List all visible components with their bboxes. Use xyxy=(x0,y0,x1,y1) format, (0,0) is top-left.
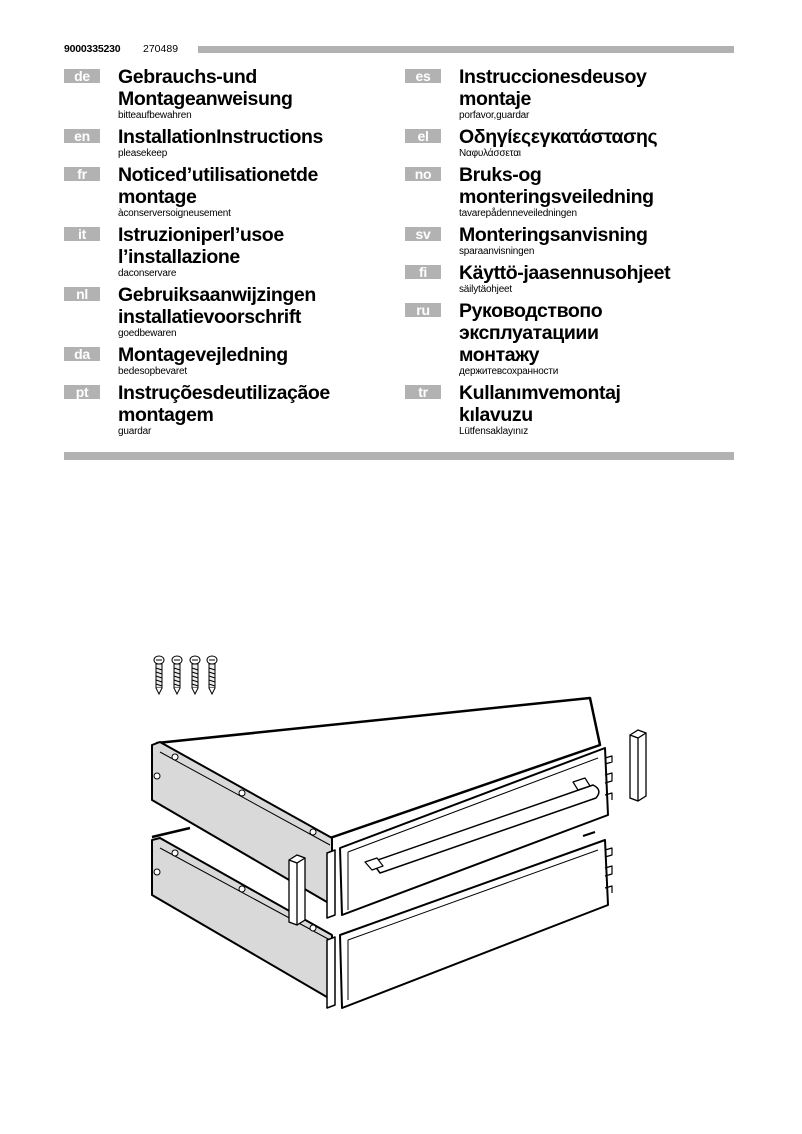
language-title: Käyttö-jaasennusohjeet xyxy=(459,262,671,284)
language-title: Instruccionesdeusoy montaje xyxy=(459,66,647,110)
language-entry-fr: fr Noticed’utilisationetde montage àcons… xyxy=(64,164,394,219)
language-title: Руководствопо эксплуатациии монтажу xyxy=(459,300,603,366)
language-note: àconserversoigneusement xyxy=(118,208,231,219)
language-title: Gebrauchs-und Montageanweisung xyxy=(118,66,293,110)
language-badge: sv xyxy=(405,227,441,241)
language-badge: it xyxy=(64,227,100,241)
language-badge: el xyxy=(405,129,441,143)
language-entry-da: da Montagevejledning bedesopbevaret xyxy=(64,344,394,377)
document-header: 9000335230 270489 xyxy=(64,43,734,57)
language-column-left: de Gebrauchs-und Montageanweisung bittea… xyxy=(64,66,394,442)
language-note: Ναφυλάσσεται xyxy=(459,148,521,159)
language-badge: pt xyxy=(64,385,100,399)
bottom-rule xyxy=(64,452,734,460)
upper-drawer xyxy=(151,696,613,919)
language-title: InstallationInstructions xyxy=(118,126,323,148)
spacer-block-icon xyxy=(629,729,647,802)
document-sub-number: 270489 xyxy=(143,43,179,55)
language-column-right: es Instruccionesdeusoy montaje porfavor,… xyxy=(405,66,735,442)
language-entry-de: de Gebrauchs-und Montageanweisung bittea… xyxy=(64,66,394,121)
language-badge: ru xyxy=(405,303,441,317)
language-title: Montagevejledning xyxy=(118,344,288,366)
language-badge: es xyxy=(405,69,441,83)
language-title: Gebruiksaanwijzingen installatievoorschr… xyxy=(118,284,316,328)
language-entry-el: el Οδηγίεςεγκατάστασης Ναφυλάσσεται xyxy=(405,126,735,159)
language-note: Lütfensaklayınız xyxy=(459,426,529,437)
language-badge: en xyxy=(64,129,100,143)
language-note: bitteaufbewahren xyxy=(118,110,192,121)
language-badge: da xyxy=(64,347,100,361)
language-badge: tr xyxy=(405,385,441,399)
document-number: 9000335230 xyxy=(64,43,121,55)
language-title: Instruçõesdeutilizaçãoe montagem xyxy=(118,382,330,426)
language-title: Monteringsanvisning xyxy=(459,224,648,246)
language-title: Bruks-og monteringsveiledning xyxy=(459,164,654,208)
language-note: bedesopbevaret xyxy=(118,366,187,377)
top-rule xyxy=(198,46,734,53)
language-note: säilytäohjeet xyxy=(459,284,512,295)
language-entry-it: it Istruzioniperl’usoe l’installazione d… xyxy=(64,224,394,279)
language-entry-tr: tr Kullanımvemontaj kılavuzu Lütfensakla… xyxy=(405,382,735,437)
language-badge: de xyxy=(64,69,100,83)
language-badge: nl xyxy=(64,287,100,301)
language-note: sparaanvisningen xyxy=(459,246,535,257)
language-badge: fi xyxy=(405,265,441,279)
language-note: держитевсохранности xyxy=(459,366,559,377)
language-note: tavarepådenneveiledningen xyxy=(459,208,577,219)
language-title: Kullanımvemontaj kılavuzu xyxy=(459,382,621,426)
language-title: Istruzioniperl’usoe l’installazione xyxy=(118,224,284,268)
language-entry-es: es Instruccionesdeusoy montaje porfavor,… xyxy=(405,66,735,121)
language-badge: fr xyxy=(64,167,100,181)
lower-drawer xyxy=(151,826,613,1009)
language-title: Noticed’utilisationetde montage xyxy=(118,164,318,208)
language-note: porfavor,guardar xyxy=(459,110,530,121)
language-badge: no xyxy=(405,167,441,181)
language-entry-fi: fi Käyttö-jaasennusohjeet säilytäohjeet xyxy=(405,262,735,295)
language-entry-pt: pt Instruçõesdeutilizaçãoe montagem guar… xyxy=(64,382,394,437)
language-note: daconservare xyxy=(118,268,177,279)
language-note: goedbewaren xyxy=(118,328,177,339)
language-note: pleasekeep xyxy=(118,148,168,159)
language-entry-no: no Bruks-og monteringsveiledning tavarep… xyxy=(405,164,735,219)
language-entry-sv: sv Monteringsanvisning sparaanvisningen xyxy=(405,224,735,257)
language-note: guardar xyxy=(118,426,152,437)
spacer-block-icon xyxy=(288,854,306,926)
language-entry-nl: nl Gebruiksaanwijzingen installatievoors… xyxy=(64,284,394,339)
language-entry-ru: ru Руководствопо эксплуатациии монтажу д… xyxy=(405,300,735,377)
language-entry-en: en InstallationInstructions pleasekeep xyxy=(64,126,394,159)
screw-icon xyxy=(153,655,218,696)
language-title: Οδηγίεςεγκατάστασης xyxy=(459,126,658,148)
